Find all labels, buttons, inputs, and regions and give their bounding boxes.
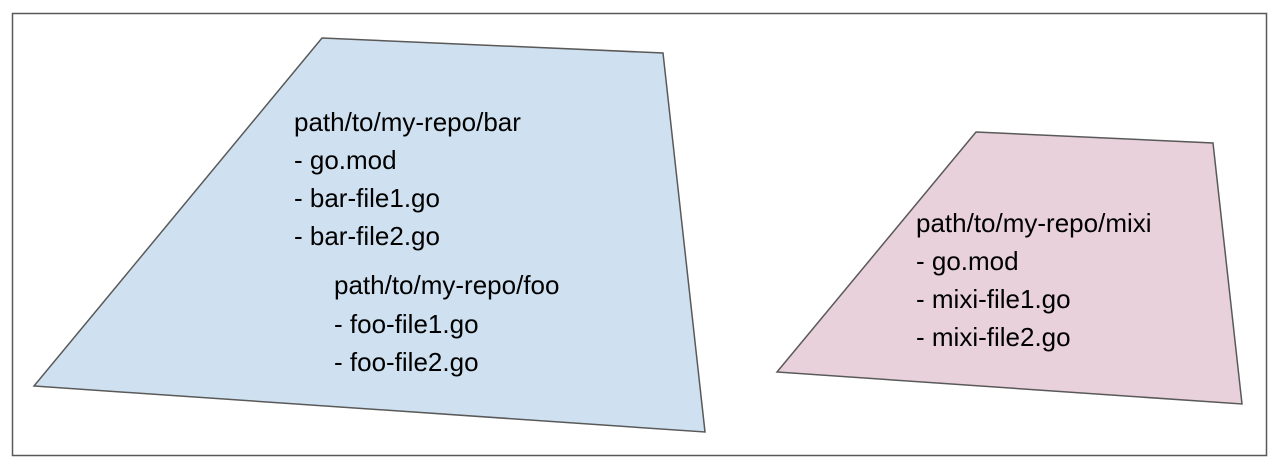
mixi-file-2: - mixi-file2.go — [916, 322, 1071, 352]
bar-file-2: - bar-file2.go — [294, 221, 440, 251]
mixi-file-1: - mixi-file1.go — [916, 284, 1071, 314]
foo-file-1: - foo-file1.go — [334, 309, 479, 339]
bar-module-path: path/to/my-repo/bar — [294, 107, 521, 137]
bar-module-group: path/to/my-repo/bar - go.mod - bar-file1… — [32, 37, 706, 433]
mixi-module-path: path/to/my-repo/mixi — [916, 208, 1152, 238]
foo-module-path: path/to/my-repo/foo — [334, 270, 559, 300]
mixi-file-go-mod: - go.mod — [916, 246, 1019, 276]
bar-file-1: - bar-file1.go — [294, 183, 440, 213]
bar-module-shape[interactable] — [32, 37, 706, 433]
bar-file-go-mod: - go.mod — [294, 145, 397, 175]
mixi-module-shape[interactable] — [775, 131, 1243, 405]
mixi-module-group: path/to/my-repo/mixi - go.mod - mixi-fil… — [775, 131, 1243, 405]
foo-file-2: - foo-file2.go — [334, 347, 479, 377]
